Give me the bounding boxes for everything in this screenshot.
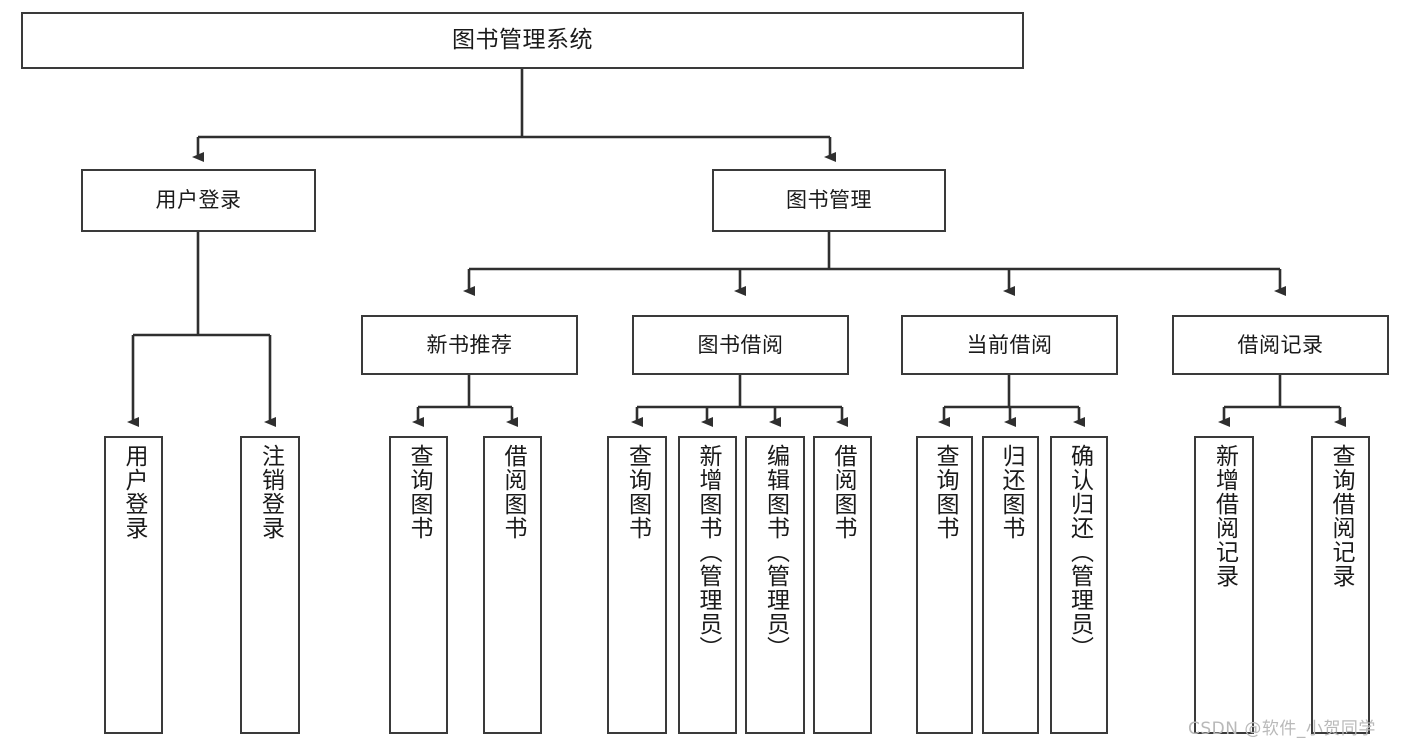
node-leaf-query-book-1-label: 查询图书 [406, 444, 432, 540]
node-leaf-query-book-3[interactable]: 查询图书 [916, 436, 973, 734]
node-current-borrow[interactable]: 当前借阅 [901, 315, 1118, 375]
node-leaf-query-book-1[interactable]: 查询图书 [389, 436, 448, 734]
node-leaf-logout-label: 注销登录 [257, 444, 284, 540]
node-user-login-label: 用户登录 [155, 188, 242, 213]
node-leaf-logout[interactable]: 注销登录 [240, 436, 300, 734]
node-leaf-add-record-label: 新增借阅记录 [1211, 444, 1238, 588]
node-leaf-query-record[interactable]: 查询借阅记录 [1311, 436, 1370, 734]
node-current-borrow-label: 当前借阅 [966, 332, 1053, 357]
node-leaf-confirm-return[interactable]: 确认归还（管理员） [1050, 436, 1108, 734]
watermark-text: CSDN @软件_小贺同学 [1188, 719, 1376, 739]
node-leaf-borrow-book-2[interactable]: 借阅图书 [813, 436, 872, 734]
node-user-login[interactable]: 用户登录 [81, 169, 316, 232]
node-leaf-borrow-book-2-label: 借阅图书 [830, 444, 856, 540]
node-new-book-recommend-label: 新书推荐 [426, 332, 513, 357]
node-leaf-query-book-3-label: 查询图书 [932, 444, 958, 540]
node-leaf-query-book-2-label: 查询图书 [624, 444, 651, 540]
node-leaf-user-login-label: 用户登录 [121, 444, 147, 540]
node-leaf-edit-book-label: 编辑图书（管理员） [762, 444, 789, 660]
node-leaf-edit-book[interactable]: 编辑图书（管理员） [745, 436, 805, 734]
node-leaf-confirm-return-label: 确认归还（管理员） [1066, 444, 1093, 660]
node-leaf-add-book-label: 新增图书（管理员） [695, 444, 721, 660]
node-new-book-recommend[interactable]: 新书推荐 [361, 315, 578, 375]
node-leaf-return-book[interactable]: 归还图书 [982, 436, 1039, 734]
node-book-borrow-label: 图书借阅 [697, 332, 784, 357]
node-leaf-user-login[interactable]: 用户登录 [104, 436, 163, 734]
node-borrow-record-label: 借阅记录 [1237, 332, 1324, 357]
node-root[interactable]: 图书管理系统 [21, 12, 1024, 69]
node-leaf-add-record[interactable]: 新增借阅记录 [1194, 436, 1254, 734]
node-book-manage[interactable]: 图书管理 [712, 169, 946, 232]
node-book-borrow[interactable]: 图书借阅 [632, 315, 849, 375]
node-root-label: 图书管理系统 [452, 26, 593, 53]
node-borrow-record[interactable]: 借阅记录 [1172, 315, 1389, 375]
node-leaf-borrow-book-1-label: 借阅图书 [500, 444, 526, 540]
node-leaf-borrow-book-1[interactable]: 借阅图书 [483, 436, 542, 734]
node-leaf-return-book-label: 归还图书 [998, 444, 1024, 540]
node-leaf-query-record-label: 查询借阅记录 [1328, 444, 1354, 588]
node-leaf-add-book[interactable]: 新增图书（管理员） [678, 436, 737, 734]
node-book-manage-label: 图书管理 [786, 188, 872, 213]
node-leaf-query-book-2[interactable]: 查询图书 [607, 436, 667, 734]
